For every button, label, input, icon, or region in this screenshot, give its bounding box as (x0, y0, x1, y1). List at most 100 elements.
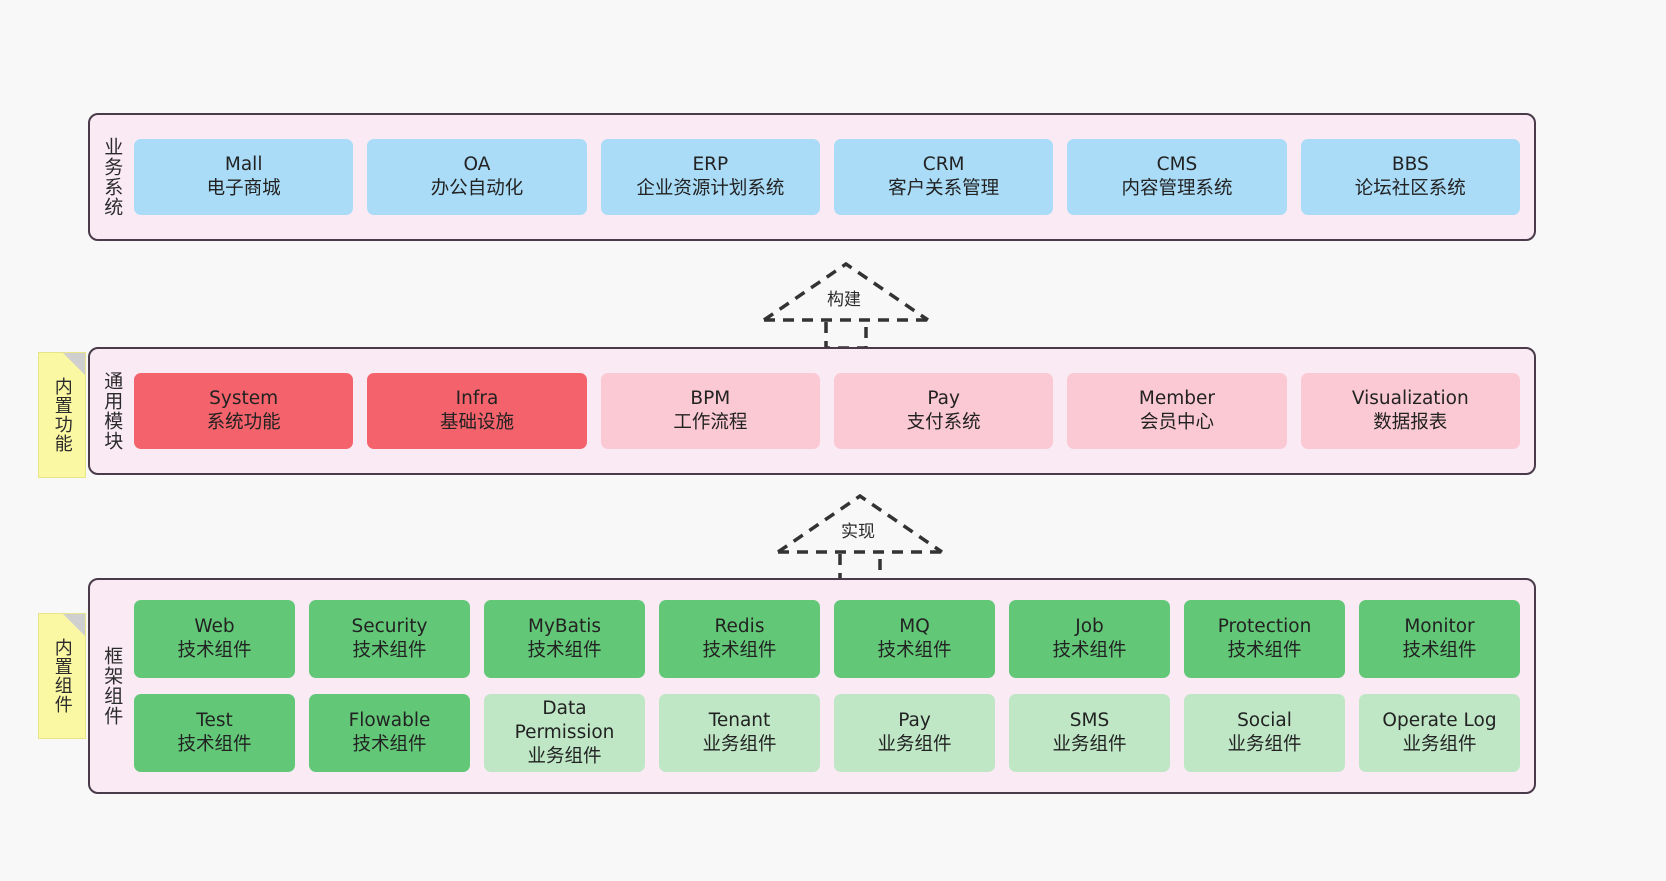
card-title: Pay (927, 387, 960, 409)
card-job[interactable]: Job 技术组件 (1009, 600, 1170, 678)
card-subtitle: 业务组件 (1227, 734, 1302, 755)
card-subtitle: 业务组件 (527, 746, 602, 768)
card-title: MyBatis (528, 615, 601, 637)
card-mall[interactable]: Mall 电子商城 (134, 139, 354, 215)
card-subtitle: 技术组件 (527, 640, 602, 661)
card-title: Member (1138, 387, 1216, 409)
card-subtitle: 企业资源计划系统 (636, 178, 785, 199)
card-pay-module[interactable]: Pay 支付系统 (833, 373, 1054, 449)
note-label: 内置组件 (51, 638, 73, 714)
card-data-permission[interactable]: Data Permission 业务组件 (484, 694, 645, 772)
card-cms[interactable]: CMS 内容管理系统 (1067, 139, 1287, 215)
card-title: Data (542, 697, 587, 719)
layer-body-common-modules: System 系统功能 Infra 基础设施 BPM 工作流程 Pay 支付系统… (134, 349, 1534, 473)
note-fold-corner (63, 614, 85, 636)
card-title: Test (196, 709, 233, 731)
card-subtitle: 技术组件 (1402, 640, 1477, 661)
card-title: SMS (1069, 709, 1110, 731)
card-title: Flowable (348, 709, 431, 731)
card-redis[interactable]: Redis 技术组件 (659, 600, 820, 678)
connector-build-label: 构建 (824, 285, 864, 310)
card-title: BPM (690, 387, 731, 409)
card-subtitle: 技术组件 (1052, 640, 1127, 661)
card-title: Monitor (1404, 615, 1475, 637)
card-subtitle: 办公自动化 (430, 178, 524, 199)
card-crm[interactable]: CRM 客户关系管理 (833, 139, 1054, 215)
card-title: Pay (898, 709, 931, 731)
card-web[interactable]: Web 技术组件 (134, 600, 295, 678)
card-subtitle: 技术组件 (177, 640, 252, 661)
card-visualization[interactable]: Visualization 数据报表 (1300, 373, 1520, 449)
card-title: MQ (899, 615, 930, 637)
card-subtitle: 业务组件 (1402, 734, 1477, 755)
card-system[interactable]: System 系统功能 (134, 373, 354, 449)
card-tenant[interactable]: Tenant 业务组件 (659, 694, 820, 772)
card-title: Job (1075, 615, 1104, 637)
card-subtitle: 内容管理系统 (1121, 178, 1233, 199)
card-title: Operate Log (1382, 709, 1497, 731)
card-title: CMS (1156, 153, 1198, 175)
card-sms[interactable]: SMS 业务组件 (1009, 694, 1170, 772)
card-subtitle: 系统功能 (206, 412, 281, 433)
card-bbs[interactable]: BBS 论坛社区系统 (1300, 139, 1520, 215)
note-fold-corner (63, 353, 85, 375)
card-row: Mall 电子商城 OA 办公自动化 ERP 企业资源计划系统 CRM 客户关系… (134, 139, 1520, 215)
card-infra[interactable]: Infra 基础设施 (367, 373, 587, 449)
connector-build: 构建 (756, 258, 936, 350)
card-subtitle: 客户关系管理 (888, 178, 1000, 199)
card-title: Social (1237, 709, 1292, 731)
card-oa[interactable]: OA 办公自动化 (367, 139, 587, 215)
card-subtitle: 技术组件 (702, 640, 777, 661)
card-subtitle: 数据报表 (1373, 412, 1448, 433)
card-bpm[interactable]: BPM 工作流程 (600, 373, 820, 449)
card-subtitle: 电子商城 (206, 178, 281, 199)
layer-title-business-systems: 业务系统 (101, 137, 124, 217)
card-subtitle: 技术组件 (177, 734, 252, 755)
card-operate-log[interactable]: Operate Log 业务组件 (1359, 694, 1520, 772)
card-social[interactable]: Social 业务组件 (1184, 694, 1345, 772)
card-subtitle: 会员中心 (1139, 412, 1214, 433)
card-title: Visualization (1351, 387, 1469, 409)
card-monitor[interactable]: Monitor 技术组件 (1359, 600, 1520, 678)
card-mybatis[interactable]: MyBatis 技术组件 (484, 600, 645, 678)
card-subtitle: 技术组件 (352, 640, 427, 661)
layer-body-framework-components: Web 技术组件 Security 技术组件 MyBatis 技术组件 Redi… (134, 580, 1534, 792)
card-title-line2: Permission (514, 721, 615, 743)
card-title: Redis (714, 615, 765, 637)
card-title: Security (351, 615, 428, 637)
layer-body-business-systems: Mall 电子商城 OA 办公自动化 ERP 企业资源计划系统 CRM 客户关系… (134, 115, 1534, 239)
card-subtitle: 技术组件 (1227, 640, 1302, 661)
note-builtin-components: 内置组件 (38, 613, 86, 739)
card-pay-component[interactable]: Pay 业务组件 (834, 694, 995, 772)
card-title: Mall (224, 153, 263, 175)
card-title: CRM (922, 153, 965, 175)
card-subtitle: 论坛社区系统 (1354, 178, 1466, 199)
card-flowable[interactable]: Flowable 技术组件 (309, 694, 470, 772)
card-title: Web (194, 615, 235, 637)
card-title: System (209, 387, 279, 409)
layer-title-framework-components: 框架组件 (101, 646, 124, 726)
layer-framework-components: 框架组件 Web 技术组件 Security 技术组件 MyBatis 技术组件… (88, 578, 1536, 794)
card-mq[interactable]: MQ 技术组件 (834, 600, 995, 678)
connector-implement-label: 实现 (838, 517, 878, 542)
card-erp[interactable]: ERP 企业资源计划系统 (600, 139, 820, 215)
note-builtin-features: 内置功能 (38, 352, 86, 478)
card-member[interactable]: Member 会员中心 (1067, 373, 1287, 449)
card-subtitle: 业务组件 (877, 734, 952, 755)
card-title: Infra (455, 387, 499, 409)
card-row: Web 技术组件 Security 技术组件 MyBatis 技术组件 Redi… (134, 600, 1520, 678)
card-subtitle: 技术组件 (352, 734, 427, 755)
card-subtitle: 支付系统 (906, 412, 981, 433)
card-security[interactable]: Security 技术组件 (309, 600, 470, 678)
card-subtitle: 工作流程 (673, 412, 748, 433)
note-label: 内置功能 (51, 377, 73, 453)
card-protection[interactable]: Protection 技术组件 (1184, 600, 1345, 678)
card-subtitle: 技术组件 (877, 640, 952, 661)
card-subtitle: 业务组件 (702, 734, 777, 755)
card-title: BBS (1391, 153, 1429, 175)
layer-business-systems: 业务系统 Mall 电子商城 OA 办公自动化 ERP 企业资源计划系统 CRM… (88, 113, 1536, 241)
card-title: Tenant (708, 709, 771, 731)
card-title: ERP (692, 153, 729, 175)
card-test[interactable]: Test 技术组件 (134, 694, 295, 772)
